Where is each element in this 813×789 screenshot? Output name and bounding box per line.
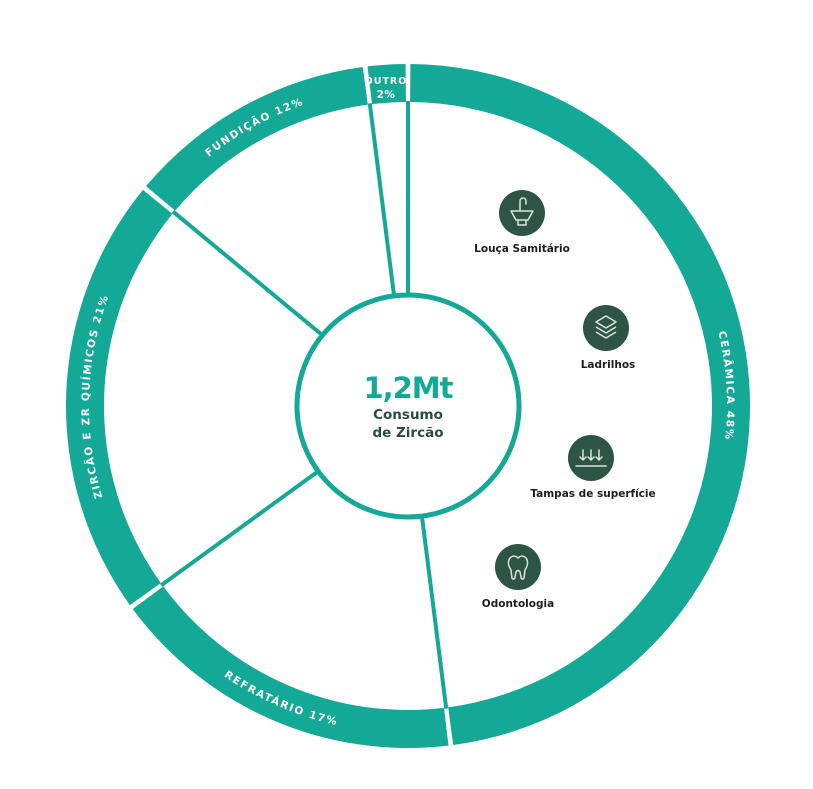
- spoke-line: [419, 515, 449, 709]
- ring-segments: [66, 64, 751, 748]
- application-louca-sanitario: Louça Samitário: [474, 190, 570, 255]
- application-ladrilhos: Ladrilhos: [581, 305, 636, 371]
- outro-label-line1: OUTRO: [365, 76, 408, 87]
- ring-segment-outro: [367, 64, 406, 105]
- center-subtitle-line1: Consumo: [373, 407, 443, 423]
- application-label: Ladrilhos: [581, 359, 636, 371]
- ring-segment-cerâmica: [410, 64, 751, 745]
- application-tampas: Tampas de superfície: [530, 435, 656, 500]
- application-label: Tampas de superfície: [530, 488, 655, 500]
- application-label: Odontologia: [482, 598, 554, 610]
- ring-segment-refratário: [132, 586, 449, 748]
- spoke-line: [171, 210, 324, 337]
- center-subtitle-line2: de Zircão: [373, 425, 444, 441]
- center-circle: [294, 292, 522, 520]
- application-label: Louça Samitário: [474, 243, 570, 255]
- spoke-line: [367, 103, 397, 297]
- ring-segment-zircão-e-zr-químicos: [66, 189, 173, 606]
- tooth-icon: [495, 544, 541, 590]
- ring-segment-fundição: [146, 67, 368, 211]
- sink-icon: [499, 190, 545, 236]
- spokes: [160, 101, 449, 709]
- spoke-line: [160, 469, 320, 587]
- outro-label-line2: 2%: [377, 89, 396, 101]
- center-value: 1,2Mt: [363, 371, 453, 405]
- application-odontologia: Odontologia: [482, 544, 554, 610]
